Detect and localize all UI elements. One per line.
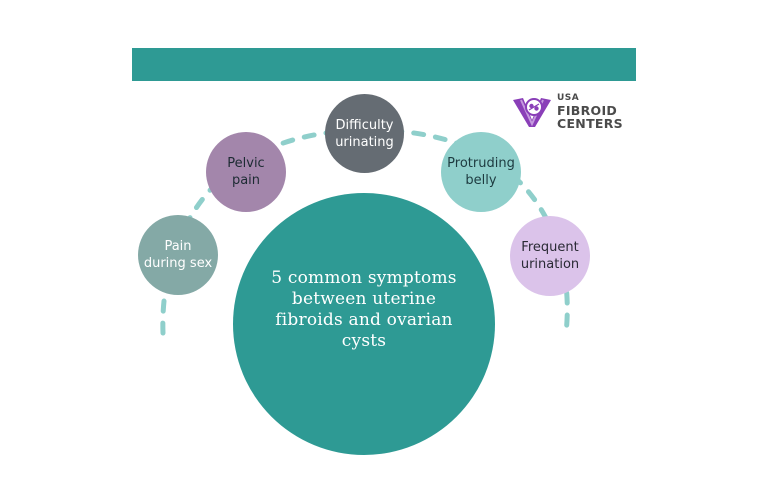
usa-fibroid-centers-logo: USA FIBROID CENTERS	[511, 93, 631, 133]
symptom-difficulty-urinating: Difficulty urinating	[325, 94, 404, 173]
symptom-protruding-belly: Protruding belly	[441, 132, 521, 212]
symptom-pain-during-sex: Pain during sex	[138, 215, 218, 295]
symptom-frequent-urination: Frequent urination	[510, 216, 590, 296]
logo-line-usa: USA	[557, 93, 580, 103]
center-title: 5 common symptoms between uterine fibroi…	[271, 268, 457, 351]
logo-line-centers: CENTERS	[557, 116, 623, 131]
logo-text: USA FIBROID CENTERS	[557, 93, 623, 130]
center-circle: 5 common symptoms between uterine fibroi…	[233, 193, 495, 455]
logo-line-fibroid: FIBROID	[557, 103, 618, 118]
logo-mark-icon	[513, 98, 551, 127]
header-bar	[132, 48, 636, 81]
symptom-pelvic-pain: Pelvic pain	[206, 132, 286, 212]
